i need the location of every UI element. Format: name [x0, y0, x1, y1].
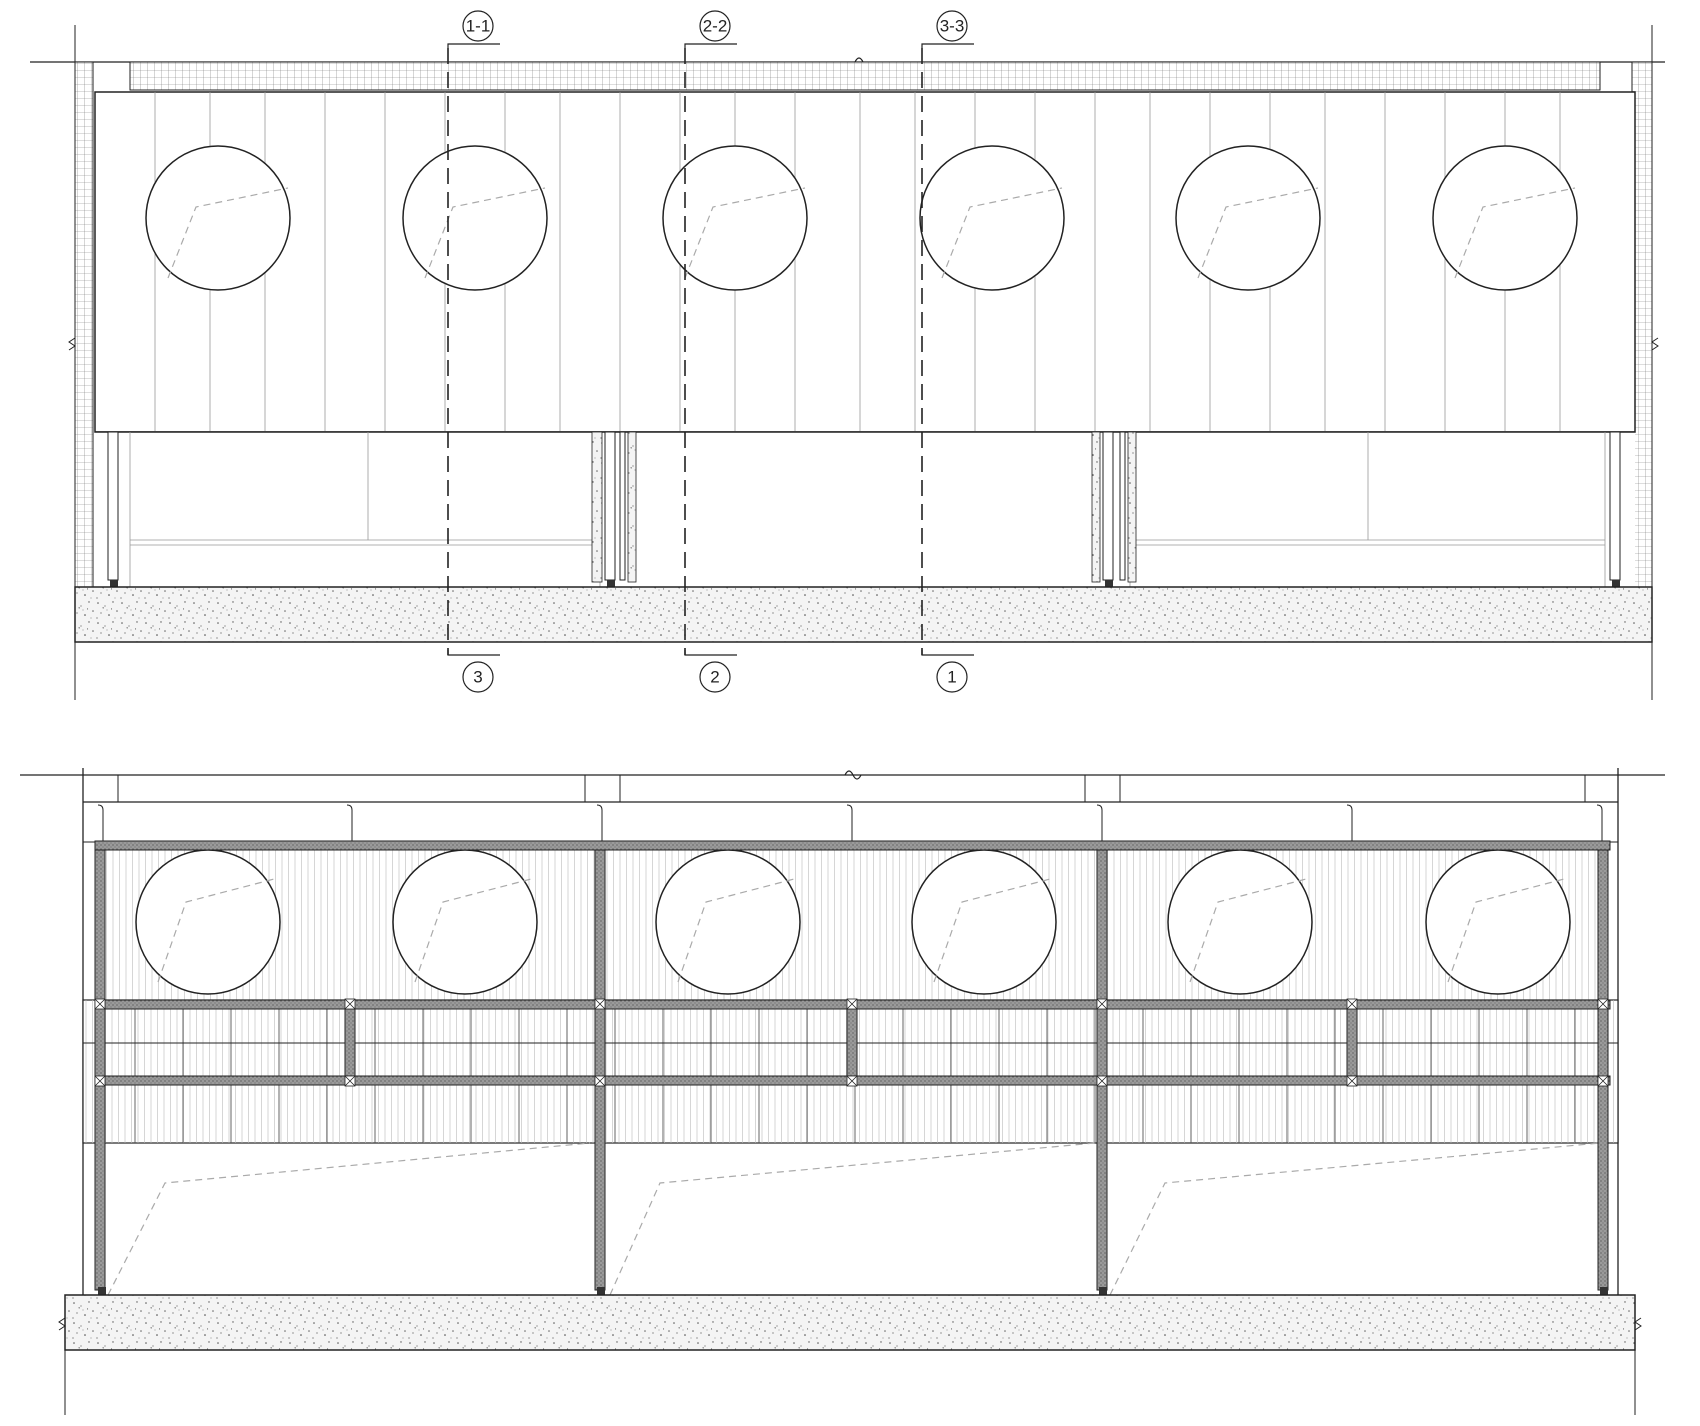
porthole-window-bottom	[392, 849, 538, 995]
porthole-window-top	[662, 145, 808, 291]
porthole-window-bottom	[1167, 849, 1313, 995]
porthole-window-top	[402, 145, 548, 291]
top-columns	[107, 431, 1621, 587]
porthole-window-bottom	[655, 849, 801, 995]
porthole-window-top	[1175, 145, 1321, 291]
section-marker-2-2[interactable]: 2-2	[699, 10, 731, 42]
porthole-window-top	[919, 145, 1065, 291]
section-marker-3-3-label: 3-3	[940, 17, 965, 36]
section-marker-3[interactable]: 3	[462, 661, 494, 693]
section-marker-2-2-label: 2-2	[703, 17, 728, 36]
steel-frame	[94, 840, 1611, 1295]
section-marker-1-label: 1	[947, 668, 956, 687]
porthole-window-top	[1432, 145, 1578, 291]
top-facade-panel	[94, 91, 1636, 433]
bottom-slab	[64, 1294, 1636, 1351]
porthole-window-bottom	[1425, 849, 1571, 995]
section-marker-2-label: 2	[710, 668, 719, 687]
top-slab	[74, 586, 1653, 643]
section-marker-1-1-label: 1-1	[466, 17, 491, 36]
section-marker-1[interactable]: 1	[936, 661, 968, 693]
section-marker-3-3[interactable]: 3-3	[936, 10, 968, 42]
top-roof-grid	[129, 61, 1601, 91]
section-cuts: 1-1 2-2 3-3 3 2 1	[447, 10, 974, 693]
bottom-upper-panel	[95, 848, 1610, 1000]
porthole-window-top	[145, 145, 291, 291]
top-lower-zone	[95, 432, 1635, 587]
section-marker-1-1[interactable]: 1-1	[462, 10, 494, 42]
section-marker-3-label: 3	[473, 668, 482, 687]
section-marker-2[interactable]: 2	[699, 661, 731, 693]
porthole-window-bottom	[135, 849, 281, 995]
porthole-window-bottom	[911, 849, 1057, 995]
bottom-elevation	[20, 768, 1665, 1415]
top-elevation	[30, 25, 1665, 700]
left-wall-grid	[74, 61, 94, 588]
